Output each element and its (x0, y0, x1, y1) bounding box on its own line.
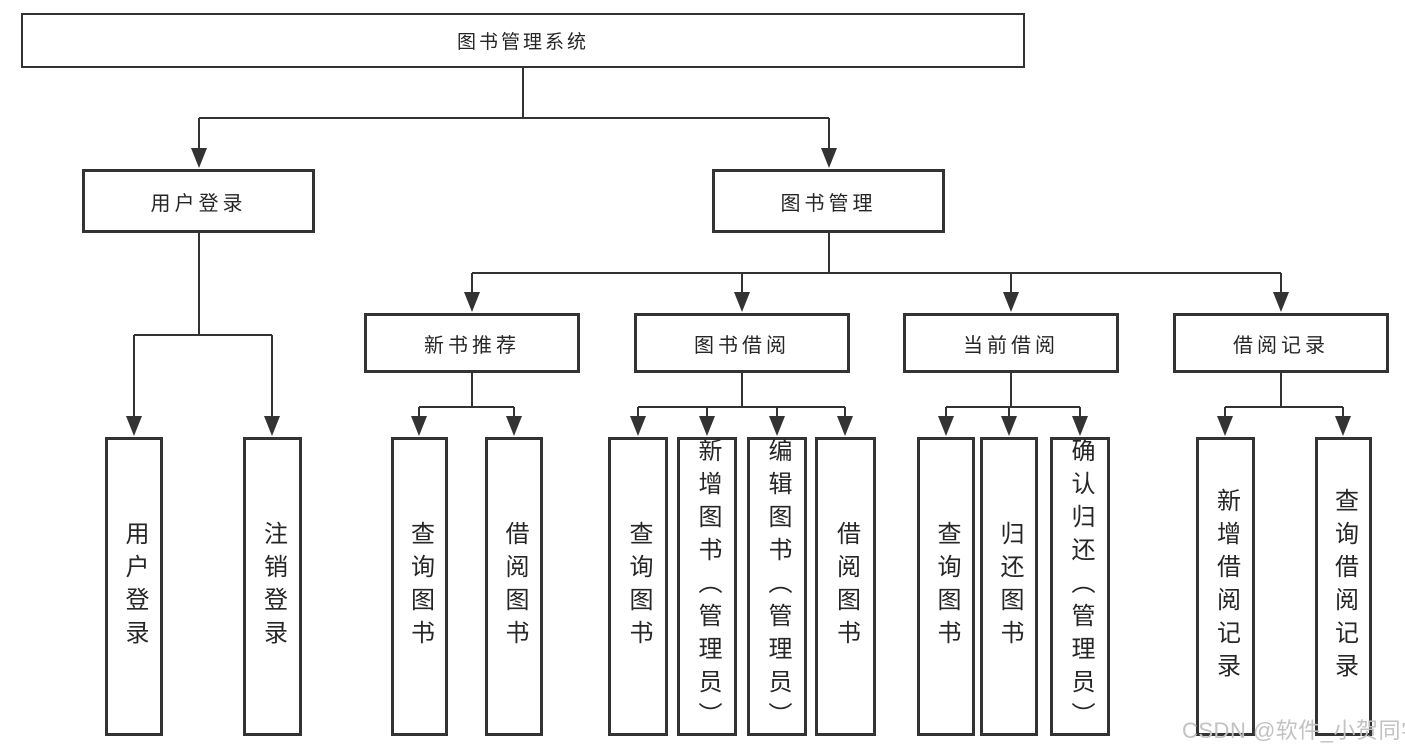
leaf-query-books-recommend: 查询图书 (391, 437, 448, 736)
node-label: 借阅图书 (832, 520, 860, 653)
node-book-management: 图书管理 (712, 169, 945, 233)
node-label: 图书管理 (780, 192, 877, 215)
node-current-borrow: 当前借阅 (903, 313, 1119, 373)
leaf-edit-book-admin: 编辑图书（管理员） (747, 437, 807, 736)
node-label: 新增图书（管理员） (694, 438, 721, 735)
node-book-borrow: 图书借阅 (634, 313, 850, 373)
node-borrow-records: 借阅记录 (1173, 313, 1389, 373)
node-label: 用户登录 (150, 192, 247, 215)
leaf-borrow-books: 借阅图书 (815, 437, 876, 736)
leaf-query-books-borrow: 查询图书 (608, 437, 668, 736)
node-label: 查询图书 (933, 520, 960, 653)
node-label: 编辑图书（管理员） (764, 438, 791, 735)
watermark-text: CSDN @软件_小贺同学 (1182, 718, 1405, 743)
node-label: 查询借阅记录 (1330, 487, 1358, 686)
leaf-return-book: 归还图书 (980, 437, 1038, 736)
node-label: 借阅记录 (1233, 334, 1329, 357)
leaf-add-book-admin: 新增图书（管理员） (677, 437, 737, 736)
node-label: 查询图书 (625, 520, 652, 653)
node-label: 注销登录 (259, 520, 287, 653)
node-label: 图书管理系统 (456, 32, 589, 53)
leaf-query-borrow-record: 查询借阅记录 (1315, 437, 1372, 736)
node-label: 图书借阅 (694, 334, 790, 357)
leaf-logout: 注销登录 (243, 437, 302, 736)
node-label: 当前借阅 (963, 334, 1059, 357)
leaf-user-login: 用户登录 (105, 437, 163, 736)
node-label: 新书推荐 (424, 334, 520, 357)
node-label: 新增借阅记录 (1212, 487, 1240, 686)
arrowheads (126, 148, 1351, 436)
leaf-query-books-current: 查询图书 (917, 437, 975, 736)
leaf-borrow-books-recommend: 借阅图书 (485, 437, 543, 736)
node-label: 归还图书 (996, 520, 1023, 653)
node-label: 确认归还（管理员） (1067, 438, 1094, 735)
node-label: 借阅图书 (501, 520, 528, 653)
node-label: 用户登录 (121, 520, 148, 653)
leaf-confirm-return-admin: 确认归还（管理员） (1050, 437, 1110, 736)
leaf-add-borrow-record: 新增借阅记录 (1196, 437, 1255, 736)
node-new-book-recommend: 新书推荐 (364, 313, 580, 373)
node-library-management-system: 图书管理系统 (21, 13, 1025, 68)
node-user-login: 用户登录 (82, 169, 315, 233)
node-label: 查询图书 (406, 520, 434, 653)
